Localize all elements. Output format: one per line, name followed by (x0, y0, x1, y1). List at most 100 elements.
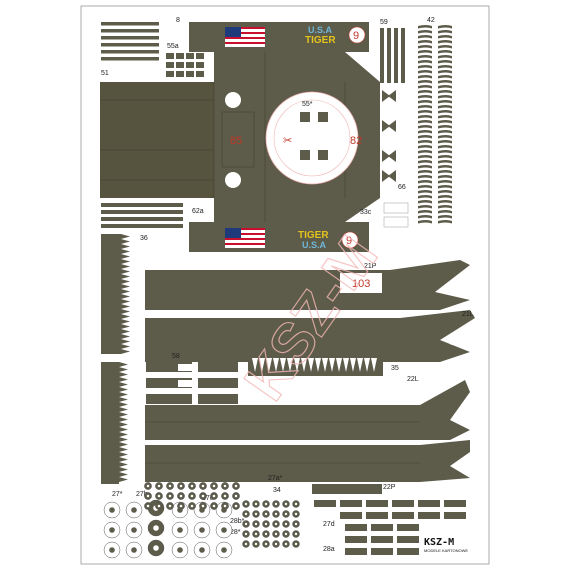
part-59-strips (380, 28, 405, 83)
track-link (418, 85, 432, 89)
part-103-panel (340, 273, 382, 293)
saw-tooth (119, 412, 128, 417)
saw-tooth (119, 447, 128, 452)
wheel-hub (131, 547, 137, 553)
wheel-hub (294, 532, 298, 536)
part-33c-b (383, 216, 409, 228)
wheel-hub (234, 504, 238, 508)
label-35: 35 (391, 365, 399, 372)
track-link (438, 205, 452, 209)
saw-tooth (121, 279, 130, 284)
wheel-hub (168, 484, 172, 488)
part-62a-stripes (101, 203, 183, 228)
part-27d-blocks (314, 500, 466, 555)
track-link (418, 65, 432, 69)
wheel-hub (264, 502, 268, 506)
saw-tooth (121, 264, 130, 269)
saw-tooth (119, 367, 128, 372)
saw-tooth (121, 344, 130, 349)
label-28a: 28a (323, 546, 335, 553)
saw-tooth (121, 324, 130, 329)
track-link (418, 150, 432, 154)
saw-tooth (119, 362, 128, 367)
tooth-cut (364, 358, 370, 372)
track-link (438, 220, 452, 224)
track-link (418, 185, 432, 189)
part-58-white-a (178, 364, 192, 371)
track-link (438, 40, 452, 44)
track-link (418, 55, 432, 59)
tooth-cut (280, 358, 286, 372)
wheel-hub (157, 504, 161, 508)
wheel-hub (274, 512, 278, 516)
track-link (418, 45, 432, 49)
saw-tooth (119, 472, 128, 477)
saw-tooth (121, 259, 130, 264)
saw-tooth (119, 397, 128, 402)
saw-tooth (121, 309, 130, 314)
label-59: 59 (380, 19, 388, 26)
track-link (438, 35, 452, 39)
wheel-hub (201, 504, 205, 508)
tooth-cut (343, 358, 349, 372)
part-36-strip (101, 234, 130, 354)
wheel-hub (201, 494, 205, 498)
wheel-hub (212, 504, 216, 508)
track-link (438, 120, 452, 124)
wheel-hub (109, 547, 115, 553)
track-link (438, 60, 452, 64)
tooth-cut (308, 358, 314, 372)
saw-tooth (119, 442, 128, 447)
part-58-white-b (178, 380, 192, 387)
label-27d: 27d (323, 521, 335, 528)
label-55: 55* (302, 101, 313, 108)
tooth-cut (350, 358, 356, 372)
wheel-hub (153, 525, 159, 531)
wheel-hub (294, 522, 298, 526)
ksz-logo: KSZ-M MODELE KARTONOWE (424, 537, 468, 553)
track-link (418, 50, 432, 54)
saw-tooth (121, 299, 130, 304)
wheel-set (103, 482, 300, 559)
track-link (418, 30, 432, 34)
saw-tooth (121, 319, 130, 324)
wheel-hub (244, 542, 248, 546)
wheel-hub (179, 504, 183, 508)
label-66: 66 (398, 184, 406, 191)
track-link (418, 145, 432, 149)
tooth-cut (329, 358, 335, 372)
wheel-hub (199, 527, 205, 533)
saw-tooth (119, 437, 128, 442)
label-34-big: 34 (449, 332, 465, 348)
track-link (438, 210, 452, 214)
wheel-hub (264, 532, 268, 536)
track-link (438, 150, 452, 154)
label-22L: 22L (407, 376, 419, 383)
saw-tooth (121, 269, 130, 274)
track-link (438, 65, 452, 69)
track-link (418, 90, 432, 94)
track-link (418, 75, 432, 79)
track-link (418, 125, 432, 129)
wheel-hub (131, 527, 137, 533)
label-27: 27* (112, 491, 123, 498)
part-22P-plate (145, 440, 470, 482)
saw-tooth (121, 249, 130, 254)
tooth-cut (266, 358, 272, 372)
track-link (438, 110, 452, 114)
saw-tooth (121, 239, 130, 244)
saw-tooth (119, 377, 128, 382)
wheel-hub (294, 512, 298, 516)
saw-tooth (121, 244, 130, 249)
decal-usa-top: U.S.A (308, 25, 333, 35)
scissors-icon: ✂ (283, 135, 292, 147)
label-58: 58 (172, 353, 180, 360)
part-22-ribs (145, 421, 420, 464)
wheel-hub (177, 547, 183, 553)
wheel-hub (274, 542, 278, 546)
label-22P: 22P (383, 484, 396, 491)
saw-tooth (119, 407, 128, 412)
wheel-hub (244, 532, 248, 536)
track-link (438, 85, 452, 89)
